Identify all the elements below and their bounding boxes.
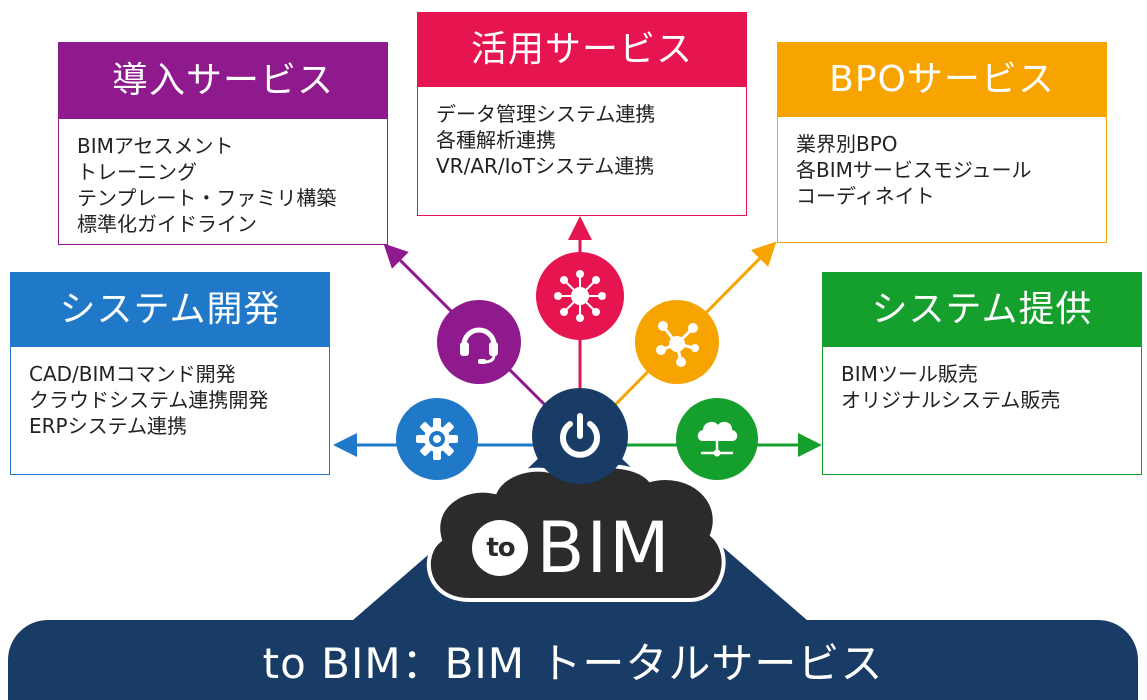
katsuyo-service-list: データ管理システム連携 各種解析連携 VR/AR/IoTシステム連携: [418, 87, 746, 193]
bpo-service-list: 業界別BPO 各BIMサービスモジュール コーディネイト: [778, 117, 1106, 223]
list-item: データ管理システム連携: [436, 102, 656, 126]
cloud-circle: [676, 398, 758, 480]
list-item: BIMツール販売: [841, 362, 978, 386]
systeikyo-service-title: システム提供: [823, 273, 1141, 347]
systeikyo-service-list: BIMツール販売 オリジナルシステム販売: [823, 347, 1141, 427]
bpo-service-box: BPOサービス 業界別BPO 各BIMサービスモジュール コーディネイト: [777, 42, 1107, 243]
list-item: オリジナルシステム販売: [841, 388, 1061, 412]
to-bim-logo: to BIM: [452, 508, 692, 588]
bottom-banner: to BIM：BIM トータルサービス: [8, 620, 1138, 700]
bpo-service-title: BPOサービス: [778, 43, 1106, 117]
logo-to-mark: to: [472, 520, 529, 576]
intro-service-box: 導入サービス BIMアセスメント トレーニング テンプレート・ファミリ構築 標準…: [58, 42, 388, 245]
sysdev-service-box: システム開発 CAD/BIMコマンド開発 クラウドシステム連携開発 ERPシステ…: [10, 272, 330, 475]
hub-icon: [554, 270, 606, 322]
headset-icon: [460, 327, 498, 364]
list-item: 各BIMサービスモジュール: [796, 158, 1032, 182]
katsuyo-service-title: 活用サービス: [418, 13, 746, 87]
network-circle: [635, 300, 719, 384]
intro-service-title: 導入サービス: [59, 43, 387, 119]
list-item: 各種解析連携: [436, 128, 556, 152]
list-item: ERPシステム連携: [29, 414, 187, 438]
intro-service-list: BIMアセスメント トレーニング テンプレート・ファミリ構築 標準化ガイドライン: [59, 119, 387, 251]
logo-bim-text: BIM: [536, 507, 672, 589]
power-circle: [532, 388, 628, 484]
katsuyo-service-box: 活用サービス データ管理システム連携 各種解析連携 VR/AR/IoTシステム連…: [417, 12, 747, 216]
list-item: トレーニング: [77, 160, 197, 184]
list-item: 業界別BPO: [796, 132, 898, 156]
list-item: CAD/BIMコマンド開発: [29, 362, 236, 386]
list-item: クラウドシステム連携開発: [29, 388, 269, 412]
analysis-circle: [536, 252, 624, 340]
sysdev-service-list: CAD/BIMコマンド開発 クラウドシステム連携開発 ERPシステム連携: [11, 347, 329, 453]
power-icon: [560, 413, 600, 458]
gear-icon: [416, 418, 458, 460]
network-icon: [656, 321, 699, 367]
list-item: 標準化ガイドライン: [77, 212, 257, 236]
gear-circle: [396, 398, 478, 480]
systeikyo-service-box: システム提供 BIMツール販売 オリジナルシステム販売: [822, 272, 1142, 475]
support-circle: [437, 300, 521, 384]
list-item: テンプレート・ファミリ構築: [77, 186, 337, 210]
sysdev-service-title: システム開発: [11, 273, 329, 347]
list-item: コーディネイト: [796, 184, 935, 208]
list-item: VR/AR/IoTシステム連携: [436, 154, 655, 178]
cloud-network-icon: [697, 421, 738, 457]
list-item: BIMアセスメント: [77, 134, 234, 158]
